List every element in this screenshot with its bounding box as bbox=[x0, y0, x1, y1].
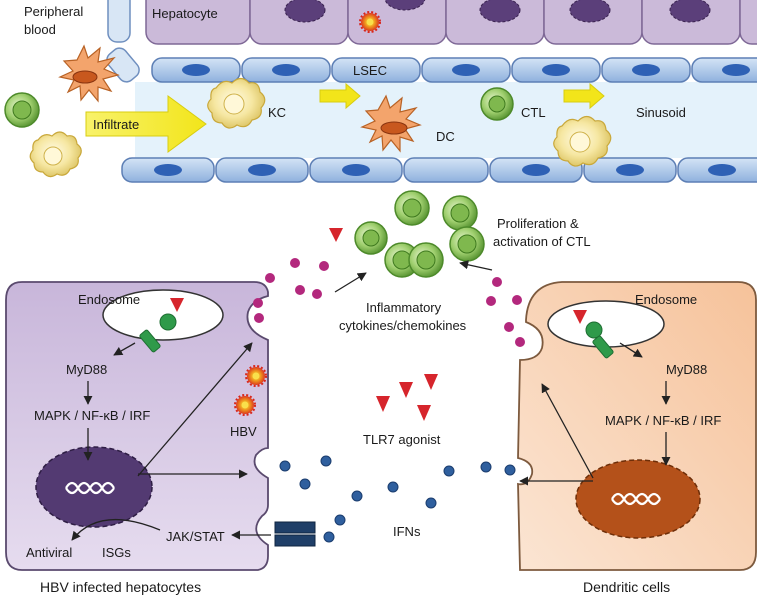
label-sinusoid: Sinusoid bbox=[636, 105, 686, 120]
label-myd88-left: MyD88 bbox=[66, 362, 107, 377]
label-ifns: IFNs bbox=[393, 524, 421, 539]
hepatocyte-nucleus bbox=[284, 0, 326, 23]
label-tlr7-agonist: TLR7 agonist bbox=[363, 432, 441, 447]
dna-helix-left bbox=[65, 481, 115, 495]
lsec-lower-layer bbox=[121, 157, 757, 183]
label-ctl: CTL bbox=[521, 105, 546, 120]
ctl-cell-sinusoid bbox=[480, 87, 514, 121]
tlr7-agonist-triangle bbox=[329, 228, 343, 242]
dna-helix-right bbox=[611, 492, 661, 506]
label-kc: KC bbox=[268, 105, 286, 120]
label-inflammatory-2: cytokines/chemokines bbox=[339, 318, 467, 333]
ifn-receptor bbox=[274, 521, 316, 547]
lsec-upper-layer bbox=[151, 57, 757, 83]
label-proliferation-1: Proliferation & bbox=[497, 216, 579, 231]
label-endosome-right: Endosome bbox=[635, 292, 697, 307]
label-isgs: ISGs bbox=[102, 545, 131, 560]
blood-vessel-stub bbox=[107, 0, 131, 43]
ifn-dots bbox=[279, 455, 516, 543]
ctl-cluster bbox=[354, 190, 485, 278]
label-dendritic-cells: Dendritic cells bbox=[583, 579, 670, 595]
cytokine-dots-left bbox=[253, 258, 329, 323]
label-dc: DC bbox=[436, 129, 455, 144]
hepatocyte-row bbox=[145, 0, 757, 45]
label-hepatocyte: Hepatocyte bbox=[152, 6, 218, 21]
label-peripheral-blood-2: blood bbox=[24, 22, 56, 37]
signaling-arrows bbox=[71, 260, 671, 541]
dc-cell-peripheral bbox=[58, 44, 120, 103]
tlr7-receptor-right bbox=[585, 321, 614, 359]
blood-vessel-stub-2 bbox=[106, 47, 140, 83]
hepatocyte-nucleus bbox=[479, 0, 521, 23]
label-peripheral-blood-1: Peripheral bbox=[24, 4, 83, 19]
label-infiltrate: Infiltrate bbox=[93, 117, 139, 132]
label-inflammatory-1: Inflammatory bbox=[366, 300, 442, 315]
tlr7-agonist-group bbox=[376, 374, 438, 421]
infiltrate-arrow bbox=[85, 95, 207, 153]
label-hbv: HBV bbox=[230, 424, 257, 439]
hepatocyte-nucleus bbox=[669, 0, 711, 23]
cytokine-dots-right bbox=[486, 277, 525, 347]
label-hbv-infected-hepatocytes: HBV infected hepatocytes bbox=[40, 579, 201, 595]
kc-cell-sinusoid bbox=[207, 77, 266, 129]
tlr7-receptor-left bbox=[139, 313, 177, 353]
label-jak-stat: JAK/STAT bbox=[166, 529, 225, 544]
nucleus-left bbox=[35, 446, 153, 528]
label-endosome-left: Endosome bbox=[78, 292, 140, 307]
tlr7-agonist-in-endosome-right bbox=[573, 310, 587, 324]
ctl-cell-peripheral bbox=[4, 92, 40, 128]
hepatocyte-nucleus bbox=[569, 0, 611, 23]
flow-arrow bbox=[319, 82, 361, 110]
endosome-right bbox=[547, 300, 665, 348]
label-proliferation-2: activation of CTL bbox=[493, 234, 591, 249]
label-pathway-left: MAPK / NF-κB / IRF bbox=[34, 408, 150, 423]
endosome-left bbox=[102, 289, 224, 341]
dc-cell-sinusoid bbox=[360, 94, 422, 153]
nucleus-right bbox=[575, 459, 701, 539]
label-lsec: LSEC bbox=[353, 63, 387, 78]
label-antiviral: Antiviral bbox=[26, 545, 72, 560]
kc-cell-sinusoid-2 bbox=[553, 115, 612, 167]
kc-cell-peripheral bbox=[29, 131, 82, 178]
tlr7-agonist-in-endosome-left bbox=[170, 298, 184, 312]
label-pathway-right: MAPK / NF-κB / IRF bbox=[605, 413, 721, 428]
flow-arrow bbox=[563, 82, 605, 110]
label-myd88-right: MyD88 bbox=[666, 362, 707, 377]
hepatocyte-nucleus bbox=[384, 0, 426, 11]
